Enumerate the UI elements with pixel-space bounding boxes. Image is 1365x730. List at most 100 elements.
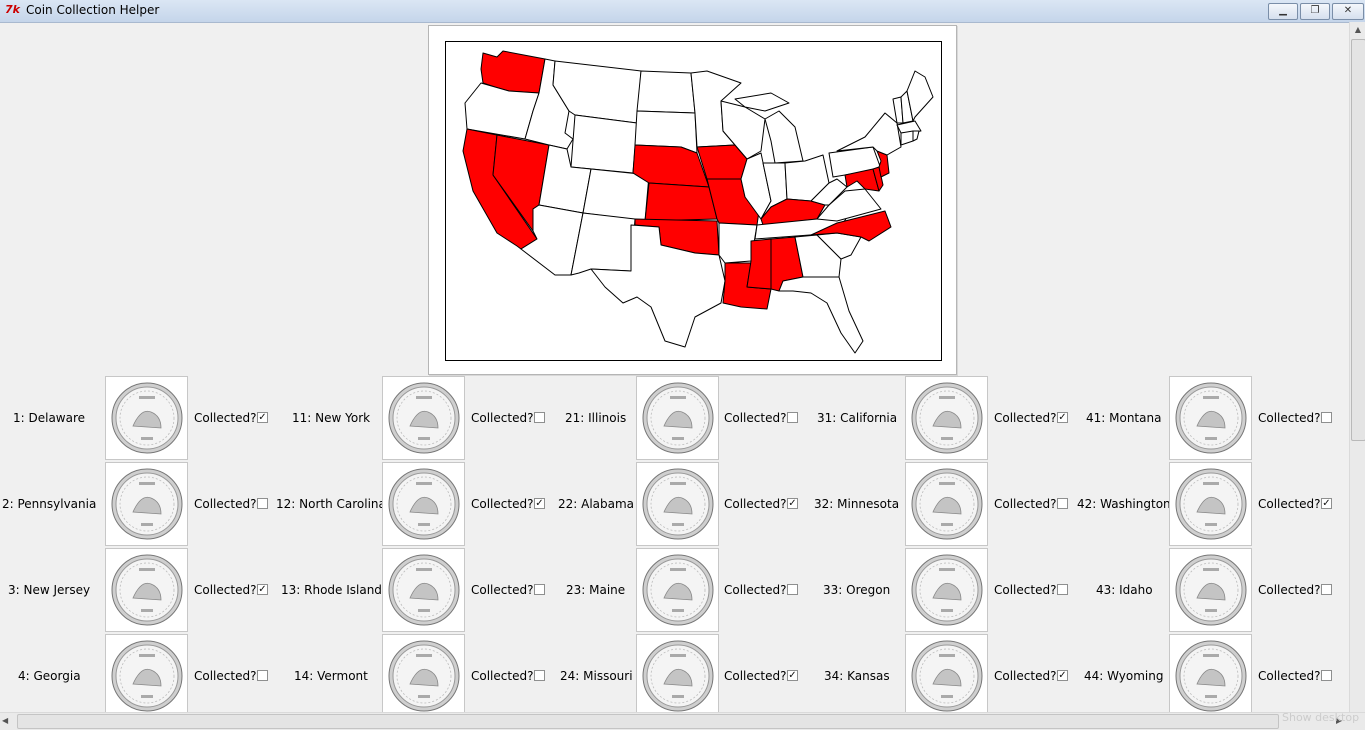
horizontal-scroll-thumb[interactable]	[17, 714, 1279, 729]
quarter-coin-icon	[1175, 382, 1247, 454]
collected-checkbox[interactable]	[787, 412, 798, 423]
collected-checkbox[interactable]	[534, 584, 545, 595]
state-label: 24: Missouri	[560, 669, 633, 683]
collected-checkbox[interactable]	[257, 498, 268, 509]
tk-feather-icon: 7k	[5, 3, 20, 16]
coin-image	[105, 462, 188, 546]
state-north-dakota[interactable]	[636, 70, 696, 114]
restore-button[interactable]: ❐	[1300, 3, 1330, 20]
quarter-coin-icon	[642, 554, 714, 626]
collected-checkbox[interactable]: ✓	[1057, 670, 1068, 681]
collected-checkbox[interactable]: ✓	[787, 670, 798, 681]
coin-image	[636, 548, 719, 632]
collected-label: Collected?	[994, 411, 1057, 425]
state-new-york[interactable]	[836, 112, 902, 156]
state-kansas[interactable]	[644, 182, 718, 222]
quarter-coin-icon	[388, 640, 460, 712]
collected-label: Collected?	[471, 669, 534, 683]
collected-label: Collected?	[194, 411, 257, 425]
state-label: 41: Montana	[1086, 411, 1162, 425]
quarter-coin-icon	[388, 382, 460, 454]
coin-image	[905, 462, 988, 546]
quarter-coin-icon	[642, 382, 714, 454]
collected-checkbox[interactable]: ✓	[257, 584, 268, 595]
coin-image	[105, 548, 188, 632]
scroll-up-arrow-icon[interactable]: ▲	[1354, 25, 1362, 34]
state-label: 33: Oregon	[823, 583, 891, 597]
quarter-coin-icon	[911, 468, 983, 540]
state-georgia[interactable]	[794, 234, 842, 278]
minimize-button[interactable]: ▁	[1268, 3, 1298, 20]
collected-checkbox[interactable]	[534, 670, 545, 681]
coin-row: 21: Illinois Collected?	[0, 376, 798, 461]
state-north-carolina[interactable]	[810, 210, 892, 242]
state-arkansas[interactable]	[718, 222, 758, 264]
state-mississippi[interactable]	[746, 238, 772, 290]
quarter-coin-icon	[911, 382, 983, 454]
collected-label: Collected?	[994, 497, 1057, 511]
collected-label: Collected?	[1258, 497, 1321, 511]
us-map-panel	[428, 25, 957, 375]
close-button[interactable]: ✕	[1332, 3, 1364, 20]
state-label: 43: Idaho	[1096, 583, 1153, 597]
state-florida[interactable]	[778, 276, 864, 354]
state-label: 3: New Jersey	[8, 583, 91, 597]
coin-image	[1169, 376, 1252, 460]
quarter-coin-icon	[911, 554, 983, 626]
collected-checkbox[interactable]: ✓	[257, 412, 268, 423]
state-label: 42: Washington	[1077, 497, 1171, 511]
vertical-scrollbar[interactable]: ▲	[1349, 22, 1365, 712]
collected-checkbox[interactable]	[1321, 584, 1332, 595]
coin-image	[382, 376, 465, 460]
collected-checkbox[interactable]	[787, 584, 798, 595]
state-label: 2: Pennsylvania	[2, 497, 97, 511]
collected-checkbox[interactable]: ✓	[1321, 498, 1332, 509]
vertical-scroll-thumb[interactable]	[1351, 39, 1365, 441]
state-rhode-island[interactable]	[912, 130, 920, 142]
state-wyoming[interactable]	[570, 114, 638, 174]
scroll-right-arrow-icon[interactable]: ▶	[1336, 716, 1343, 725]
coin-image	[636, 376, 719, 460]
scroll-left-arrow-icon[interactable]: ◀	[2, 716, 9, 725]
coin-image	[105, 634, 188, 718]
state-texas[interactable]	[590, 224, 726, 348]
state-delaware[interactable]	[872, 166, 884, 192]
collected-label: Collected?	[1258, 669, 1321, 683]
state-label: 23: Maine	[566, 583, 626, 597]
collected-checkbox[interactable]	[1057, 498, 1068, 509]
collected-label: Collected?	[994, 669, 1057, 683]
collected-checkbox[interactable]: ✓	[534, 498, 545, 509]
state-massachusetts[interactable]	[896, 120, 922, 134]
state-wisconsin[interactable]	[720, 100, 766, 160]
show-desktop-hint[interactable]: Show desktop	[1282, 711, 1360, 724]
collected-checkbox[interactable]	[257, 670, 268, 681]
coin-image	[905, 634, 988, 718]
coin-image	[1169, 462, 1252, 546]
coin-image	[1169, 548, 1252, 632]
collected-checkbox[interactable]: ✓	[1057, 412, 1068, 423]
collected-checkbox[interactable]	[534, 412, 545, 423]
collected-checkbox[interactable]	[1321, 412, 1332, 423]
state-michigan-upper[interactable]	[734, 92, 790, 112]
state-label: 32: Minnesota	[814, 497, 900, 511]
collected-checkbox[interactable]	[1057, 584, 1068, 595]
horizontal-scrollbar[interactable]: ◀ ▶	[0, 712, 1365, 730]
quarter-coin-icon	[1175, 554, 1247, 626]
coin-image	[382, 462, 465, 546]
quarter-coin-icon	[111, 468, 183, 540]
collected-checkbox[interactable]	[1321, 670, 1332, 681]
coin-image	[905, 548, 988, 632]
quarter-coin-icon	[911, 640, 983, 712]
state-label: 21: Illinois	[565, 411, 627, 425]
coin-image	[636, 634, 719, 718]
collected-checkbox[interactable]: ✓	[787, 498, 798, 509]
